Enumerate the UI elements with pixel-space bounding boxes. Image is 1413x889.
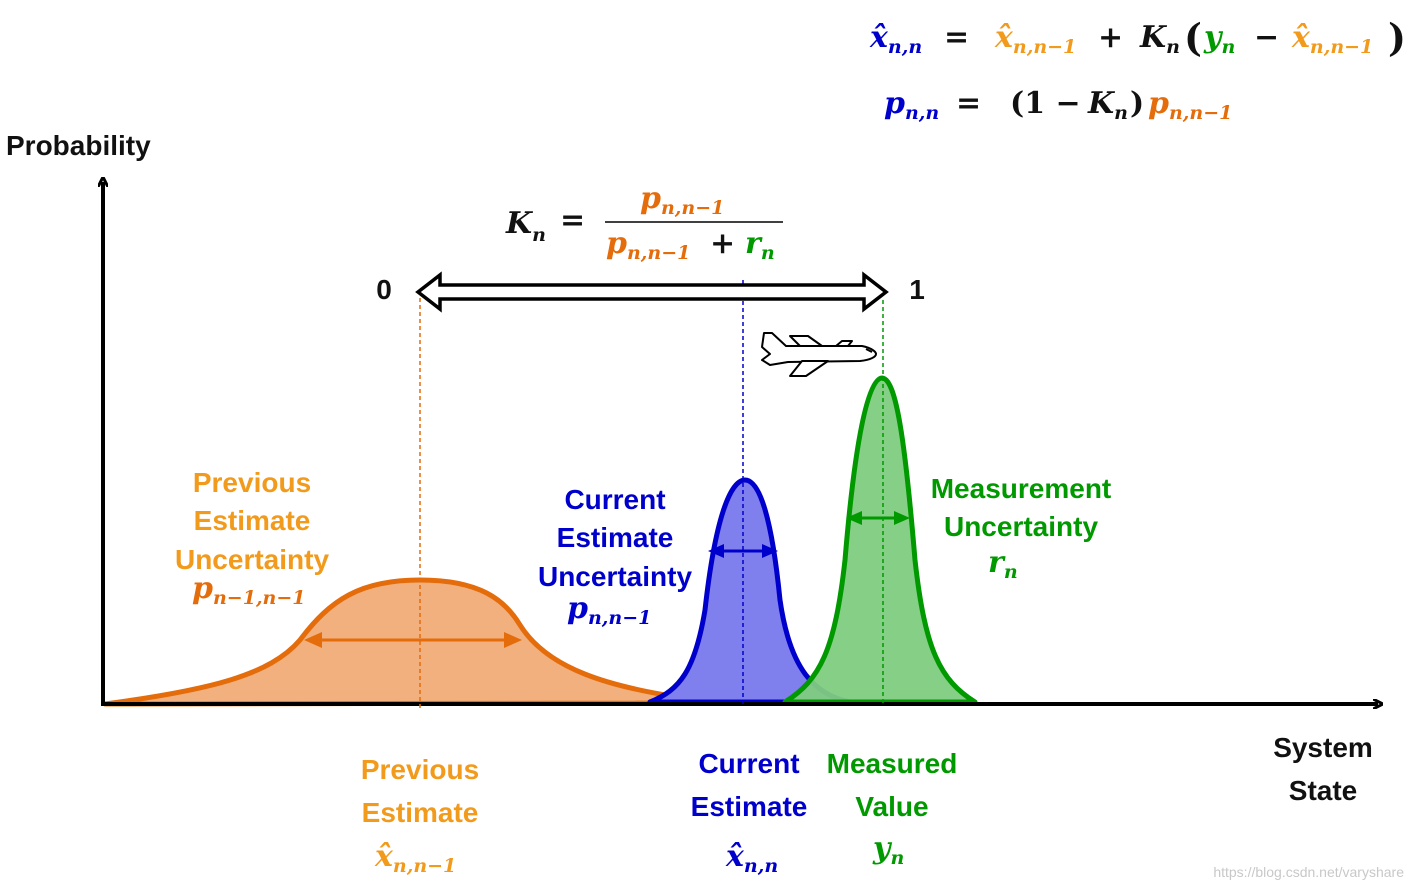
y-axis-label: Probability [6,130,151,161]
svg-text:Value: Value [855,791,928,822]
svg-text:Uncertainty: Uncertainty [944,511,1098,542]
svg-text:Previous: Previous [361,754,479,785]
svg-text:Measured: Measured [827,748,958,779]
svg-text:+: + [710,226,735,261]
x-axis-label-line2: State [1289,775,1357,806]
gain-zero-label: 0 [376,274,392,305]
svg-text:Kn: Kn [505,206,546,246]
svg-text:rn: rn [745,226,775,264]
svg-text:): ) [1388,15,1406,60]
svg-text:pn,n−1: pn,n−1 [640,181,724,219]
svg-text:+: + [1098,20,1123,55]
svg-text:x̂n,n−1: x̂n,n−1 [374,839,456,877]
gain-formula: Kn = pn,n−1 pn,n−1 + rn [505,181,783,264]
x-axis-label-line1: System [1273,732,1373,763]
svg-text:x̂n,n−1: x̂n,n−1 [994,20,1076,58]
svg-text:Estimate: Estimate [362,797,479,828]
state-update-equation: x̂n,n = x̂n,n−1 + Kn ( yn − x̂n,n−1 ) [869,15,1406,60]
svg-text:Current: Current [564,484,665,515]
current-uncertainty-label: Current Estimate Uncertainty pn,n−1 [538,484,692,629]
airplane-icon [761,332,877,377]
svg-text:): ) [1130,86,1144,121]
previous-uncertainty-label: Previous Estimate Uncertainty pn−1,n−1 [175,467,329,609]
svg-text:=: = [560,203,585,238]
svg-text:pn,n−1: pn,n−1 [1148,86,1232,124]
measured-value-label: Measured Value yn [827,748,958,869]
svg-text:rn: rn [988,545,1018,583]
current-estimate-curve [647,477,853,705]
svg-text:yn: yn [1203,20,1235,58]
current-estimate-label: Current Estimate x̂n,n [691,748,808,877]
watermark: https://blog.csdn.net/varyshare [1213,864,1404,880]
svg-text:yn: yn [872,831,904,869]
svg-text:−: − [1254,20,1279,55]
svg-text:(: ( [1184,15,1202,60]
gain-one-label: 1 [909,274,925,305]
measurement-uncertainty-label: Measurement Uncertainty rn [931,473,1112,583]
measurement-uncertainty-width-arrow [846,511,910,525]
covariance-update-equation: pn,n = (1 − Kn ) pn,n−1 [884,86,1232,124]
svg-text:pn,n−1: pn,n−1 [567,591,651,629]
gain-range-arrow [415,271,889,313]
svg-text:Current: Current [698,748,799,779]
previous-estimate-label: Previous Estimate x̂n,n−1 [361,754,479,877]
svg-text:Measurement: Measurement [931,473,1112,504]
svg-text:pn,n−1: pn,n−1 [606,226,690,264]
svg-text:=: = [956,86,981,121]
svg-text:Kn: Kn [1087,86,1128,124]
previous-uncertainty-width-arrow [304,632,522,648]
measurement-curve [782,375,978,705]
svg-text:x̂n,n−1: x̂n,n−1 [1291,20,1373,58]
svg-text:pn,n: pn,n [884,86,939,124]
svg-text:Estimate: Estimate [194,505,311,536]
svg-text:x̂n,n: x̂n,n [725,839,778,877]
svg-text:pn−1,n−1: pn−1,n−1 [192,571,306,609]
svg-text:x̂n,n: x̂n,n [869,20,922,58]
svg-text:Kn: Kn [1139,20,1180,58]
svg-text:Uncertainty: Uncertainty [538,561,692,592]
svg-text:Estimate: Estimate [557,522,674,553]
svg-text:Previous: Previous [193,467,311,498]
current-uncertainty-width-arrow [708,544,778,558]
svg-text:(1 −: (1 − [1010,86,1081,121]
svg-text:Uncertainty: Uncertainty [175,544,329,575]
svg-text:Estimate: Estimate [691,791,808,822]
svg-text:=: = [944,20,969,55]
